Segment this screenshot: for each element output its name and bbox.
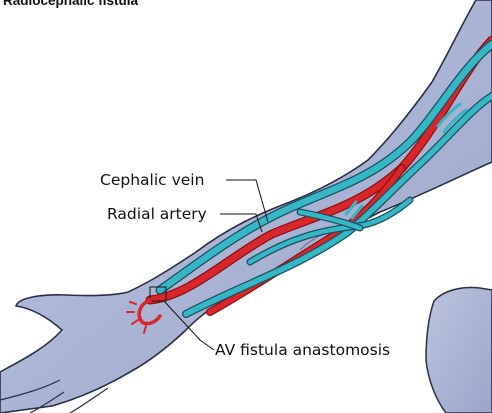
label-cephalic-vein: Cephalic vein (100, 171, 204, 189)
label-av-fistula: AV fistula anastomosis (215, 341, 390, 359)
second-hand (426, 288, 492, 413)
label-radial-artery: Radial artery (107, 205, 207, 223)
